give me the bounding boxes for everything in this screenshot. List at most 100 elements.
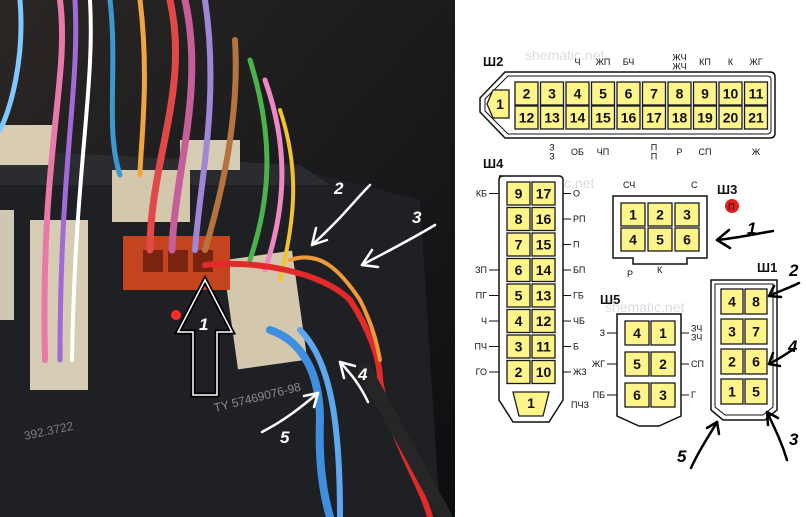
sh1-pin-5-label: 5 [752,384,760,400]
sh2-label-top-4: БЧ [623,57,635,67]
sh4-label-right-4: ГБ [573,291,584,301]
sh3-dot-label: П [728,202,734,212]
sh5-pin-2-label: 2 [659,356,667,372]
sh1-pin-6-label: 6 [752,354,760,370]
sh4-pin-8-label: 8 [515,211,523,227]
sh2-pin-18-label: 18 [672,110,688,126]
sh4-label-right-7: ЖЗ [573,367,587,377]
arrow-3: 3 [360,208,437,269]
sh4-pin-13 [531,283,556,308]
sh4-pin-9-label: 9 [515,186,523,202]
sh4-pin-7-label: 7 [515,237,523,253]
sh5-label-left-0: З [600,328,605,338]
sh4-pin-3 [506,334,531,359]
sh5-label-right-1: СП [691,359,704,369]
sh2-pin-6-label: 6 [625,86,633,102]
sh4-label-right-5: ЧБ [573,316,585,326]
sh2-pin-9 [692,81,718,106]
sh2-pin-6 [616,81,641,106]
sh5-pin-6-label: 6 [633,387,641,403]
sh4-label-right-0: О [573,189,580,199]
sh1-pin-2 [720,348,744,375]
sh2-label-top-8: К [728,57,734,67]
sh1-pin-3 [720,318,744,345]
sh2-pin-14 [565,105,590,130]
sh4-pin-5-label: 5 [515,288,523,304]
sh4-pin-9 [506,181,531,206]
sh1-pin-1-label: 1 [728,384,736,400]
hand-label-5: 5 [677,447,687,466]
sh2-label-bottom-1-1: З [549,152,554,162]
sh4-label-left-5: Ч [481,316,487,326]
sh3-label-sch: СЧ [623,180,635,190]
sh2-pin-3-label: 3 [548,86,556,102]
watermark-3: shematic.net [605,299,684,315]
sh5-pin-4-label: 4 [633,325,641,341]
sh3-pin-4-label: 4 [629,232,637,248]
sh2-pin-14-label: 14 [570,110,586,126]
sh5-label-right-0-0: ЗЧ [691,324,702,334]
hand-label-4: 4 [787,337,798,356]
sh3-label-k: К [657,265,663,275]
arrow-4: 4 [338,360,370,404]
orange-wire [288,255,382,362]
sh4-pin-end [512,391,550,417]
sh5-pin-5-label: 5 [633,356,641,372]
red-led [171,310,181,320]
sh4-pin-2 [506,359,531,385]
sh5-pin-3-label: 3 [659,387,667,403]
sh2-pin-4-label: 4 [574,86,582,102]
sh4-label-right-3: БП [573,265,585,275]
sh2-pin-12 [514,105,539,130]
sh2-pin-21-label: 21 [748,110,764,126]
sh2-label-top-3: ЖП [596,57,611,67]
sh4-label-right-1: РП [573,214,585,224]
sh2-pin-5-label: 5 [599,86,607,102]
sh2-pin-10 [718,81,743,106]
sh5-label-left-2: ПБ [593,390,605,400]
sh1-pin-2-label: 2 [728,354,736,370]
sh2-label-bottom-9: Ж [752,147,761,157]
sh4-label-left-7: ГО [476,367,487,377]
sh1-pin-4-label: 4 [728,294,736,310]
sh2-pin-3 [539,81,565,106]
sh1-name: Ш1 [757,260,777,275]
sh4-pin-17 [531,181,556,206]
sh4-pin-4-label: 4 [515,313,523,329]
sh4-label-left-6: ПЧ [475,342,487,352]
sh2-label-bottom-1-0: З [549,143,554,153]
sh2-pin-8 [667,81,692,106]
sh5-pin-2 [650,351,676,377]
sh4-pin-14-label: 14 [536,262,552,278]
sh3-pin-4 [620,227,646,252]
sh2-pin-20-label: 20 [723,110,739,126]
connector-pinout-diagram: shematic.net shematic.net shematic.net Ш… [455,0,806,517]
sh4-name: Ш4 [483,156,504,171]
arrow-5: 5 [260,391,320,447]
sh5-pin-3 [650,382,676,408]
sh2-pin-18 [667,105,692,130]
sh3-name: Ш3 [717,182,737,197]
blue-wire [266,326,334,517]
sh2-pin-12-label: 12 [519,110,535,126]
harness-tape [358,363,452,517]
arrow-5-label: 5 [280,428,290,447]
sh2-pin-4 [565,81,590,106]
sh2-pin-11 [743,81,769,106]
fuse-block-photo: TY 57469076-98 392.3722 1 2 3 [0,0,455,517]
sh4-pin-16-label: 16 [536,211,552,227]
sh2-pin-11-label: 11 [749,86,764,102]
sh4-pin-5 [506,283,531,308]
sh1-pin-8-label: 8 [752,294,760,310]
sh2-pin-8-label: 8 [676,86,684,102]
sh4-pin-16 [531,206,556,232]
sh2-housing-inner [484,75,772,135]
sh1-pin-5 [744,378,768,405]
